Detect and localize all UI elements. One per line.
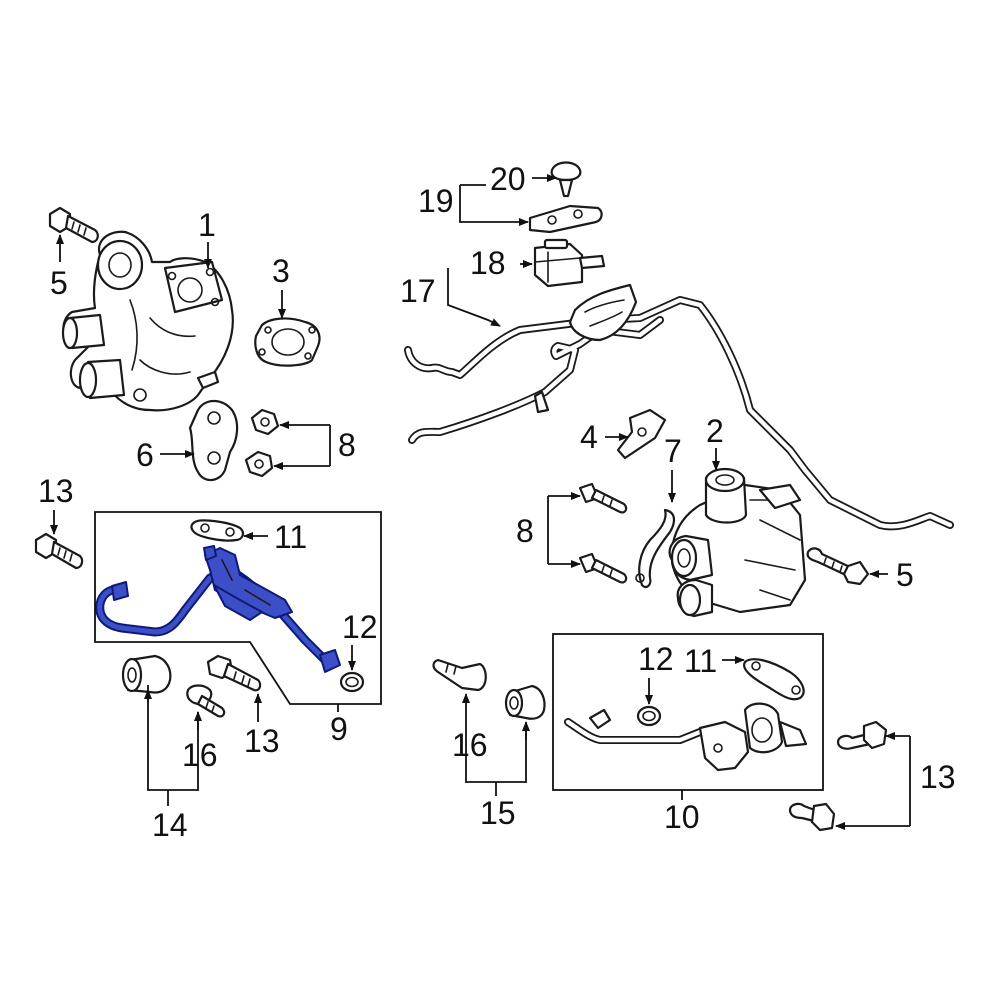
callout-10: 10 [664,799,700,835]
bracket-6[interactable] [188,399,239,482]
bolt-13-right-lower[interactable] [788,802,836,832]
callout-5-left: 5 [50,265,68,301]
oil-return-line-10[interactable] [564,702,808,772]
stud-8-upper[interactable] [578,482,628,514]
coolant-tube-17[interactable] [404,283,954,531]
callout-13-left: 13 [38,473,74,509]
bolt-13-left[interactable] [34,532,84,570]
callout-4: 4 [580,419,598,455]
group-box-10 [552,633,824,791]
bolt-13-mid[interactable] [206,654,262,692]
gasket-3[interactable] [254,317,321,367]
callout-16-right: 16 [452,727,488,763]
group-box-9 [94,511,382,705]
nut-8-upper-2[interactable] [244,450,274,478]
callout-15: 15 [480,795,516,831]
leader-lines [50,174,911,830]
gasket-11-left[interactable] [190,519,245,542]
callout-13-right: 13 [920,759,956,795]
o-ring-12-right[interactable] [636,705,662,727]
bolt-16-left[interactable] [186,684,226,718]
callout-16-left: 16 [182,737,218,773]
callout-3: 3 [272,253,290,289]
callout-12-right: 12 [638,641,674,677]
turbocharger-left[interactable] [61,230,234,412]
bolt-5-right[interactable] [806,547,870,586]
sensor-18[interactable] [533,238,606,288]
callout-19: 19 [418,183,454,219]
callout-17: 17 [400,273,436,309]
bushing-15[interactable] [504,684,546,720]
callout-6: 6 [136,437,154,473]
callout-1: 1 [198,207,216,243]
callout-18: 18 [470,245,506,281]
turbocharger-right[interactable] [668,467,807,618]
oil-feed-line-9[interactable] [95,545,341,673]
callout-8-right: 8 [516,513,534,549]
bolt-13-right-upper[interactable] [836,720,888,750]
nut-8-upper-1[interactable] [250,408,280,436]
gasket-7[interactable] [635,508,676,589]
stud-8-lower[interactable] [578,552,628,584]
bushing-14[interactable] [121,654,172,694]
clip-20[interactable] [550,161,582,198]
callout-9: 9 [330,711,348,747]
callout-2: 2 [706,413,724,449]
o-ring-12-left[interactable] [339,671,365,693]
bracket-19[interactable] [528,204,603,234]
callout-5-right: 5 [896,557,914,593]
callout-20: 20 [490,161,526,197]
callout-8-left: 8 [338,427,356,463]
bolt-16-right[interactable] [432,658,487,692]
bolt-5-left[interactable] [48,206,99,244]
callout-11-left: 11 [274,519,307,555]
callout-labels: 1 5 3 6 8 13 11 12 9 16 13 14 20 19 18 1… [38,161,956,843]
callout-11-right: 11 [684,643,717,679]
shield-4[interactable] [616,408,667,460]
callout-13-mid: 13 [244,723,280,759]
gasket-11-right[interactable] [742,658,805,701]
callout-7: 7 [664,433,682,469]
callout-12-left: 12 [342,609,378,645]
callout-14: 14 [152,807,188,843]
